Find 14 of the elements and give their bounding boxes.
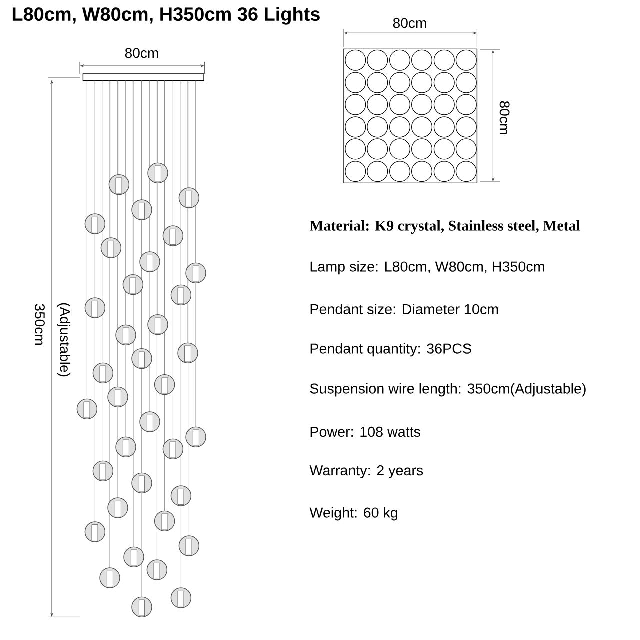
- dimension-label: 80cm: [500, 101, 510, 134]
- spec-text: Weight: 60 kg: [310, 507, 398, 521]
- dimension-label: 350cm: [35, 304, 45, 345]
- spec-text: Material: K9 crystal, Stainless steel, Metal: [310, 220, 580, 234]
- spec-text: Lamp size: L80cm, W80cm, H350cm: [310, 261, 544, 275]
- spec-text: Pendant size: Diameter 10cm: [310, 304, 498, 314]
- title: L80cm, W80cm, H350cm 36 Lights: [12, 7, 320, 25]
- spec-text: Warranty: 2 years: [310, 466, 424, 478]
- dimension-label: 80cm: [125, 48, 158, 58]
- spec-text: Suspension wire length: 350cm(Adjustable): [310, 383, 586, 397]
- dimension-label: 80cm: [393, 18, 426, 28]
- spec-text: Pendant quantity: 36PCS: [310, 343, 472, 357]
- dimension-label: (Adjustable): [57, 303, 71, 377]
- spec-text: Power: 108 watts: [310, 426, 420, 438]
